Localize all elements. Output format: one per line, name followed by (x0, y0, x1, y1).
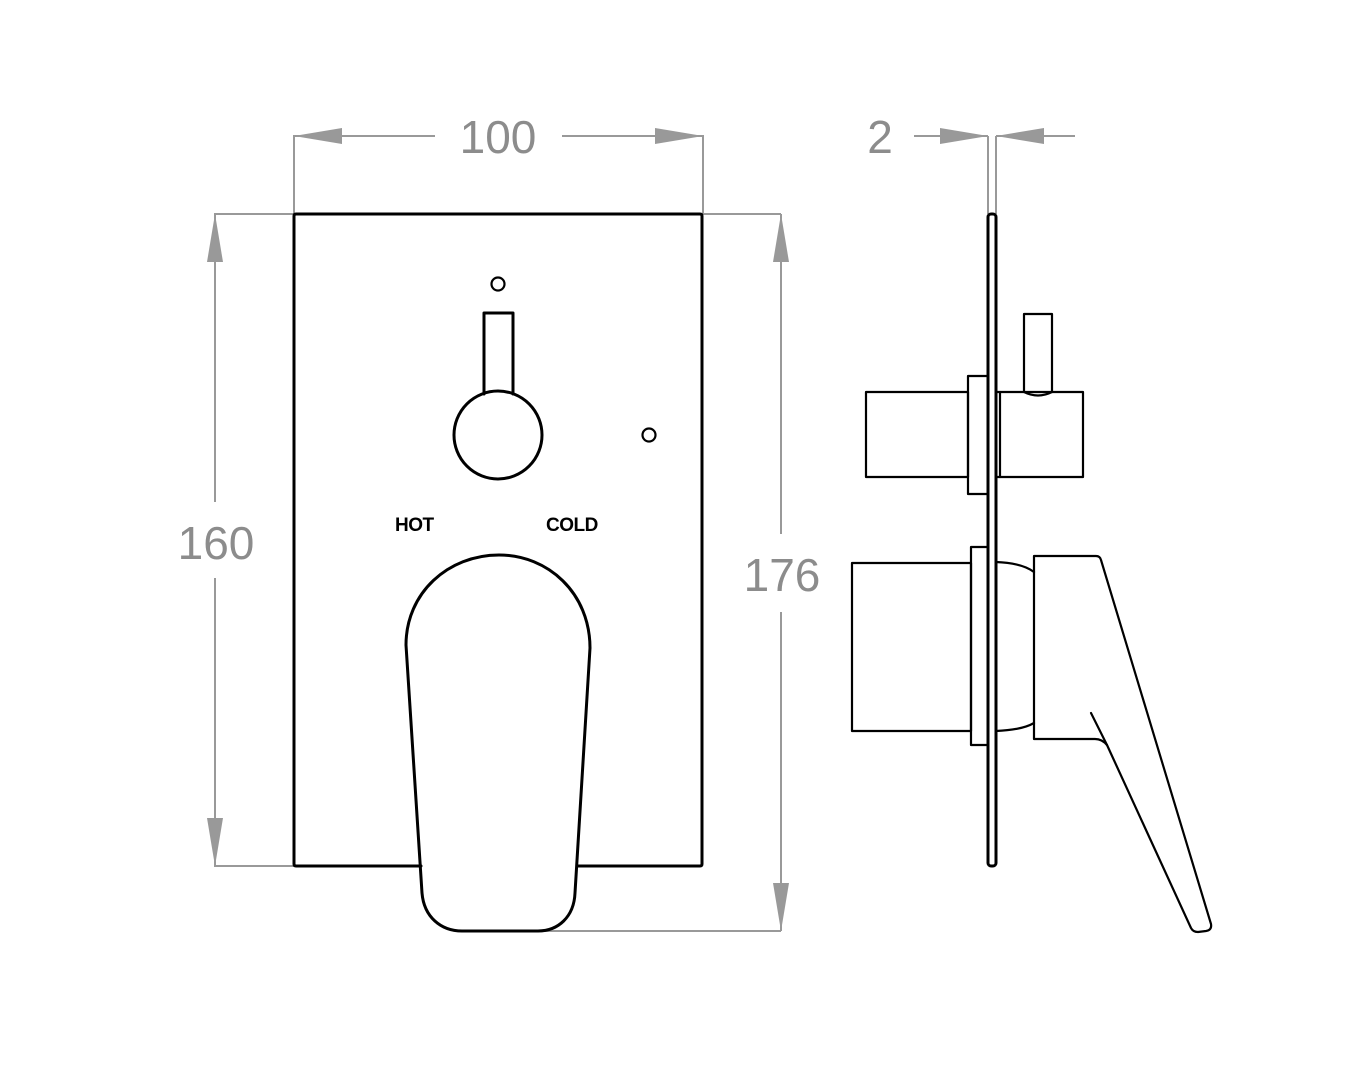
mixer-collar (994, 560, 1036, 733)
indicator-hole-right (641, 427, 657, 443)
dimension-plate-width: 100 (293, 111, 704, 214)
dimension-plate-height: 160 (178, 213, 294, 867)
indicator-hole-top (490, 276, 506, 292)
diverter-flange (966, 374, 990, 496)
diverter-stem (1022, 312, 1054, 397)
dimension-label-overall-height: 176 (744, 549, 821, 601)
arrow-up-icon (773, 214, 789, 262)
arrow-right-icon (655, 128, 703, 144)
mixer-lever-crease (1089, 711, 1109, 747)
dimension-plate-thickness: 2 (867, 111, 1075, 214)
dimension-label-thickness: 2 (867, 111, 893, 163)
diverter-body-back (864, 390, 970, 479)
dimension-label-height: 160 (178, 517, 255, 569)
arrow-down-icon (773, 883, 789, 931)
cover-plate (292, 212, 704, 868)
front-view: HOT COLD (292, 212, 704, 933)
arrow-down-icon (207, 818, 223, 866)
dimension-overall-height: 176 (545, 213, 821, 932)
side-view (850, 212, 1213, 934)
mixer-handle (404, 553, 592, 933)
mixer-lever (1032, 554, 1213, 934)
label-cold: COLD (546, 515, 598, 536)
label-hot: HOT (395, 515, 435, 536)
dimension-label-width: 100 (460, 111, 537, 163)
mixer-flange (969, 545, 990, 747)
arrow-up-icon (207, 214, 223, 262)
arrow-left-icon (996, 128, 1044, 144)
diverter-knob (452, 389, 544, 481)
diverter-lever (482, 311, 515, 396)
plate-profile (986, 212, 998, 868)
arrow-left-icon (294, 128, 342, 144)
arrow-right-icon (940, 128, 988, 144)
mixer-body-back (850, 561, 973, 733)
diverter-body-front (994, 390, 1085, 479)
